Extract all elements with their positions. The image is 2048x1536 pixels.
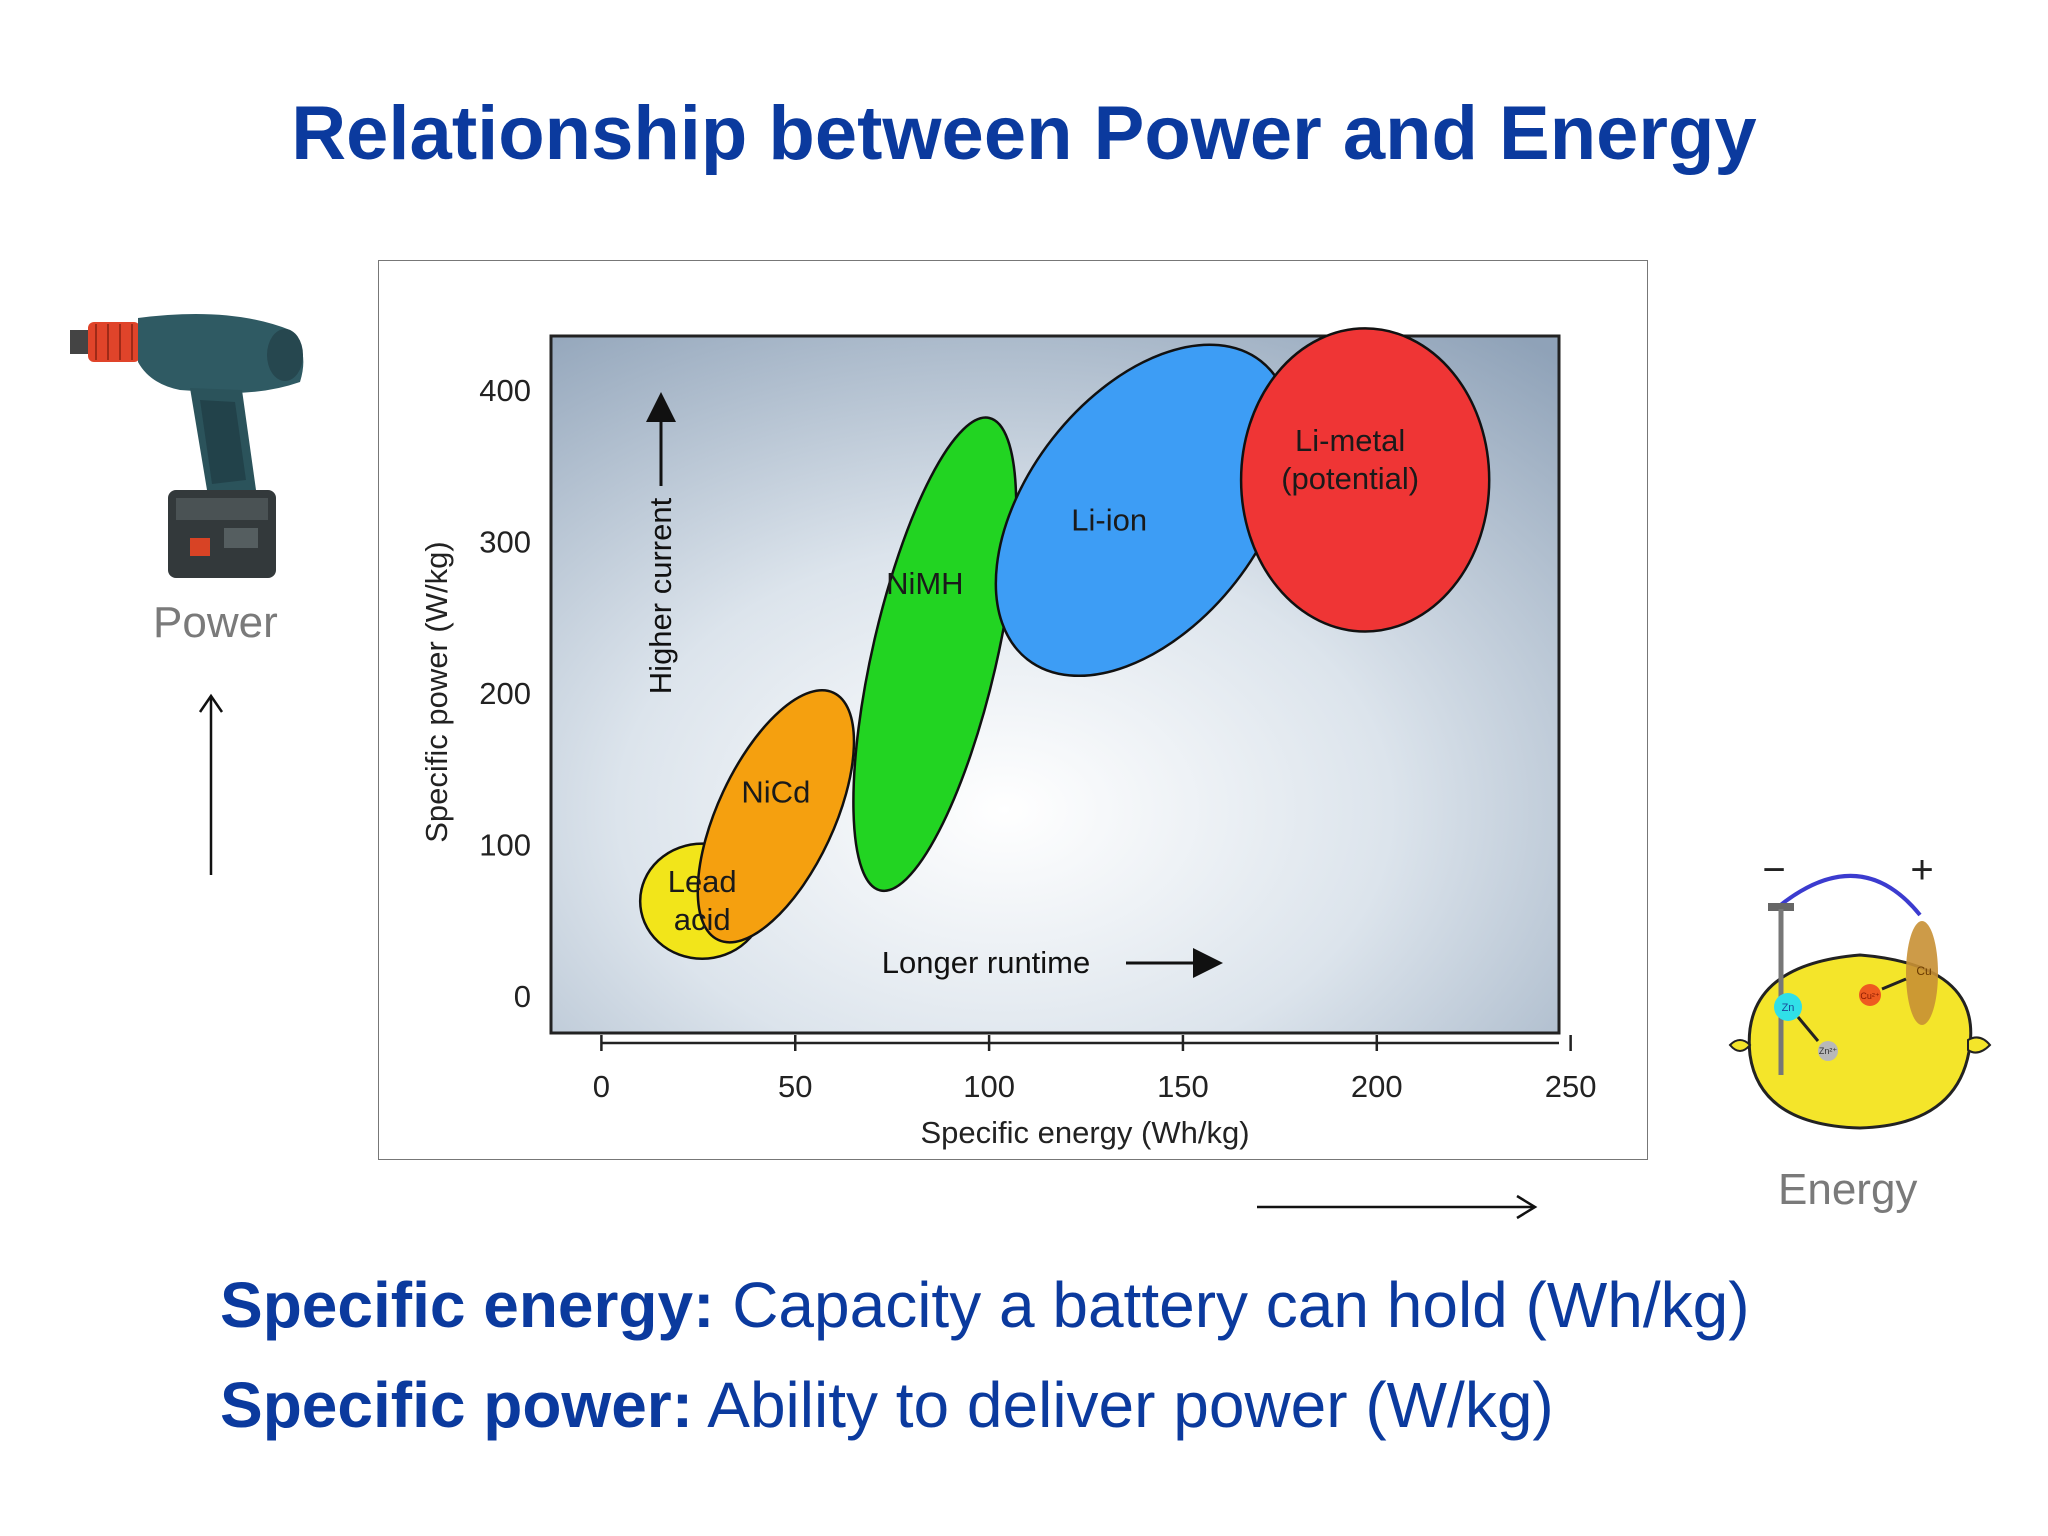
annotation-higher-current: Higher current <box>643 497 678 694</box>
energy-label: Energy <box>1778 1165 1918 1214</box>
definition-term: Specific power: <box>220 1369 693 1441</box>
y-axis-label: Specific power (W/kg) <box>419 541 454 842</box>
lemon-cu-ion-label: Cu²⁺ <box>1860 991 1880 1001</box>
definition-text: Ability to deliver power (W/kg) <box>693 1369 1554 1441</box>
lemon-plus-sign: + <box>1910 848 1933 892</box>
region-label: Li-ion <box>1071 502 1147 537</box>
x-tick-label: 200 <box>1351 1069 1403 1104</box>
definition-specific-power: Specific power: Ability to deliver power… <box>220 1355 1750 1455</box>
slide-title: Relationship between Power and Energy <box>291 91 1757 176</box>
y-tick-label: 100 <box>479 828 531 863</box>
region-li-metal <box>1239 327 1491 633</box>
y-tick-label: 0 <box>514 979 531 1014</box>
region-label: NiMH <box>886 566 964 601</box>
x-tick-label: 150 <box>1157 1069 1209 1104</box>
lemon-zn-label: Zn <box>1782 1002 1795 1014</box>
x-tick-label: 100 <box>963 1069 1015 1104</box>
lemon-cu-label: Cu <box>1916 964 1931 978</box>
region-label: Li-metal(potential) <box>1281 423 1419 496</box>
definitions: Specific energy: Capacity a battery can … <box>220 1255 1750 1455</box>
region-li-ion <box>994 343 1294 678</box>
cordless-drill-icon <box>70 314 304 578</box>
x-tick-label: 250 <box>1545 1069 1597 1104</box>
x-tick-label: 0 <box>593 1069 610 1104</box>
energy-axis-arrow <box>1257 1194 1538 1220</box>
lemon-battery-icon: − + Zn Cu²⁺ Zn²⁺ Cu <box>1728 848 1992 1130</box>
x-axis-label: Specific energy (Wh/kg) <box>920 1115 1249 1150</box>
y-tick-label: 200 <box>479 676 531 711</box>
region-nimh <box>852 416 1018 893</box>
y-tick-label: 400 <box>479 373 531 408</box>
power-label: Power <box>153 598 278 647</box>
definition-text: Capacity a battery can hold (Wh/kg) <box>714 1269 1750 1341</box>
region-label: NiCd <box>741 774 810 809</box>
lemon-minus-sign: − <box>1762 848 1785 892</box>
region-nicd <box>696 689 856 944</box>
power-axis-arrow <box>198 693 224 875</box>
x-tick-label: 50 <box>778 1069 812 1104</box>
lemon-zn-ion-label: Zn²⁺ <box>1819 1046 1838 1056</box>
definition-term: Specific energy: <box>220 1269 715 1341</box>
y-tick-label: 300 <box>479 525 531 560</box>
annotation-longer-runtime: Longer runtime <box>882 945 1091 980</box>
definition-specific-energy: Specific energy: Capacity a battery can … <box>220 1255 1750 1355</box>
